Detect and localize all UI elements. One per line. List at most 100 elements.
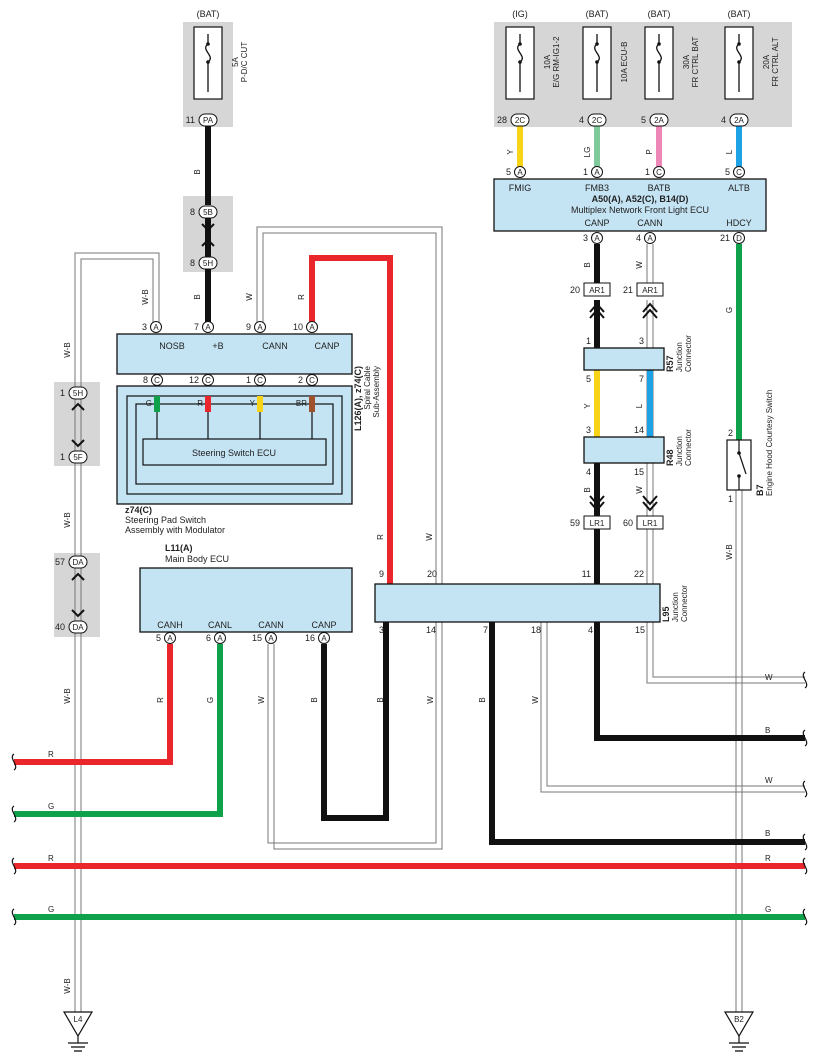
- wire-label: B: [583, 262, 592, 267]
- ecu-pin: D: [733, 232, 745, 244]
- pin-name: FMB3: [585, 183, 609, 193]
- wire-label: G: [48, 905, 54, 914]
- wire-label: B: [310, 697, 319, 702]
- connector-arrow-icon: [642, 495, 658, 512]
- svg-text:2A: 2A: [734, 116, 744, 125]
- wire-label: Y: [583, 403, 592, 409]
- svg-text:A: A: [268, 634, 274, 643]
- pin-name: FMIG: [509, 183, 532, 193]
- bat-label: (BAT): [648, 9, 671, 19]
- pin-number: 14: [426, 625, 436, 635]
- svg-text:PA: PA: [203, 116, 214, 125]
- pin-number: 1: [728, 494, 733, 504]
- wire-label: B: [193, 294, 202, 299]
- wire-label: R: [297, 294, 306, 300]
- svg-text:2A: 2A: [654, 116, 664, 125]
- wire-label: W: [765, 673, 773, 682]
- inline-ar1: [636, 282, 664, 297]
- pin-number: 11: [186, 115, 195, 125]
- fuse-ecub: [582, 26, 612, 100]
- inline-lr1-label: LR1: [643, 519, 658, 528]
- pin-name: CANH: [157, 620, 183, 630]
- pin-name: CANL: [208, 620, 232, 630]
- svg-text:C: C: [205, 376, 211, 385]
- fuse-rating: 10A: [543, 54, 552, 69]
- inline-5f: 5F: [68, 450, 88, 464]
- pin-number: 11: [582, 569, 591, 579]
- pin-number: 20: [570, 285, 580, 295]
- spiral-pin: C: [151, 374, 163, 386]
- pin-number: 1: [246, 375, 251, 385]
- svg-text:A: A: [594, 234, 600, 243]
- wire-label: G: [146, 399, 152, 408]
- ecu-pin: C: [653, 166, 665, 178]
- wire-label: W: [426, 696, 435, 704]
- steering-pad-line1: Steering Pad Switch: [125, 515, 206, 525]
- pin-number: 5: [586, 374, 591, 384]
- wire-label: G: [206, 697, 215, 703]
- pin-number: 4: [636, 233, 641, 243]
- pin-number: 5: [156, 633, 161, 643]
- connector-arrow-icon: [71, 402, 85, 448]
- wire-label: W: [635, 486, 644, 494]
- pin-number: 21: [720, 233, 730, 243]
- main-body-pin: A: [265, 632, 277, 644]
- spiral-pin: A: [150, 321, 162, 333]
- fuse-pdc: [193, 26, 223, 100]
- inline-ar1-label: AR1: [589, 286, 605, 295]
- pin-number: 4: [586, 467, 591, 477]
- wire-label: R: [376, 534, 385, 540]
- wire-label: B: [583, 487, 592, 492]
- ground-icon: [62, 1011, 94, 1052]
- wire-label: LG: [583, 147, 592, 158]
- wire-label: G: [48, 802, 54, 811]
- r57-id: R57: [665, 355, 675, 372]
- svg-text:5H: 5H: [203, 259, 213, 268]
- wire-label: R: [765, 854, 771, 863]
- r48-junction-box: [583, 436, 665, 464]
- wire-label: G: [725, 307, 734, 313]
- spiral-pin: A: [306, 321, 318, 333]
- bat-label: (BAT): [586, 9, 609, 19]
- pin-name: CANP: [584, 218, 609, 228]
- svg-text:A: A: [517, 168, 523, 177]
- fuse-rating: 5A: [231, 56, 240, 66]
- bat-label: (BAT): [728, 9, 751, 19]
- main-body-pin: A: [318, 632, 330, 644]
- fuse-frbat: [644, 26, 674, 100]
- pin-number: 60: [623, 518, 633, 528]
- r57-line2: Connector: [684, 335, 693, 372]
- wire-label: Y: [506, 149, 515, 155]
- pin-name: CANN: [637, 218, 663, 228]
- pin-number: 7: [194, 322, 199, 332]
- l95-id: L95: [661, 606, 671, 622]
- pin-number: 14: [634, 425, 644, 435]
- l95-line1: Junction: [671, 592, 680, 622]
- pin-number: 12: [189, 375, 199, 385]
- wire-label: R: [197, 399, 203, 408]
- wire-label: W-B: [725, 544, 734, 559]
- ground-label: B2: [734, 1015, 744, 1024]
- spiral-cable-box: [116, 333, 353, 375]
- svg-text:A: A: [167, 634, 173, 643]
- pin-number: 10: [293, 322, 303, 332]
- steering-pad-title: z74(C): [125, 505, 152, 515]
- pin-2a: 2A: [729, 113, 749, 127]
- r57-junction-box: [583, 347, 665, 371]
- svg-text:A: A: [217, 634, 223, 643]
- pin-number: 59: [570, 518, 580, 528]
- spiral-pin: C: [254, 374, 266, 386]
- ecu-pin: A: [591, 232, 603, 244]
- b7-line1: Engine Hood Courtesy Switch: [765, 390, 774, 496]
- wire-label: W-B: [63, 978, 72, 993]
- pin-number: 3: [583, 233, 588, 243]
- main-body-subtitle: Main Body ECU: [165, 554, 229, 564]
- pin-number: 2: [728, 428, 733, 438]
- pin-number: 22: [634, 569, 644, 579]
- connector-arrow-icon: [642, 302, 658, 319]
- fuse-name: P-D/C CUT: [240, 42, 249, 83]
- front-ecu-subtitle: Multiplex Network Front Light ECU: [571, 205, 709, 215]
- pin-number: 57: [55, 557, 65, 567]
- pin-number: 1: [586, 336, 591, 346]
